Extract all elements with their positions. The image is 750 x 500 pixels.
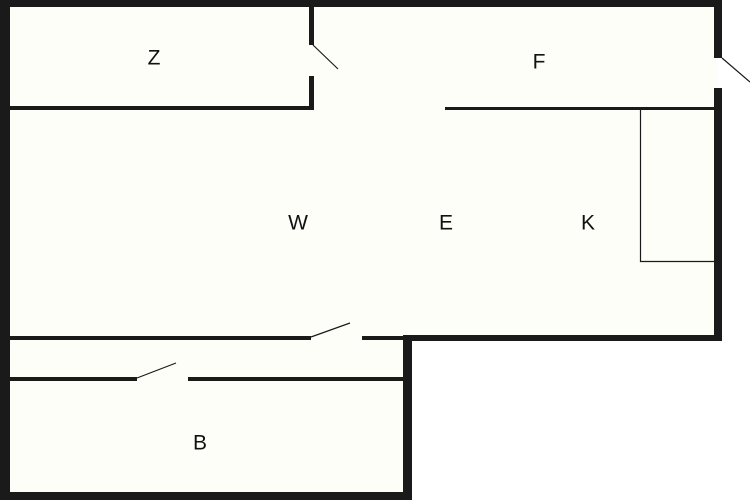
inner-walls bbox=[9, 5, 716, 381]
door-b bbox=[136, 362, 177, 379]
room-label-z: Z bbox=[148, 47, 161, 70]
door-z bbox=[312, 44, 339, 70]
cabinet bbox=[639, 110, 714, 263]
door-swings bbox=[136, 44, 750, 379]
room-label-f: F bbox=[533, 51, 546, 74]
door-hall bbox=[310, 322, 351, 338]
floor-area bbox=[4, 3, 718, 496]
room-label-b: B bbox=[193, 432, 207, 455]
outer-walls bbox=[0, 0, 722, 500]
room-label-e: E bbox=[439, 212, 453, 235]
door-exterior bbox=[721, 57, 750, 83]
room-label-w: W bbox=[288, 212, 308, 235]
room-label-k: K bbox=[581, 212, 595, 235]
